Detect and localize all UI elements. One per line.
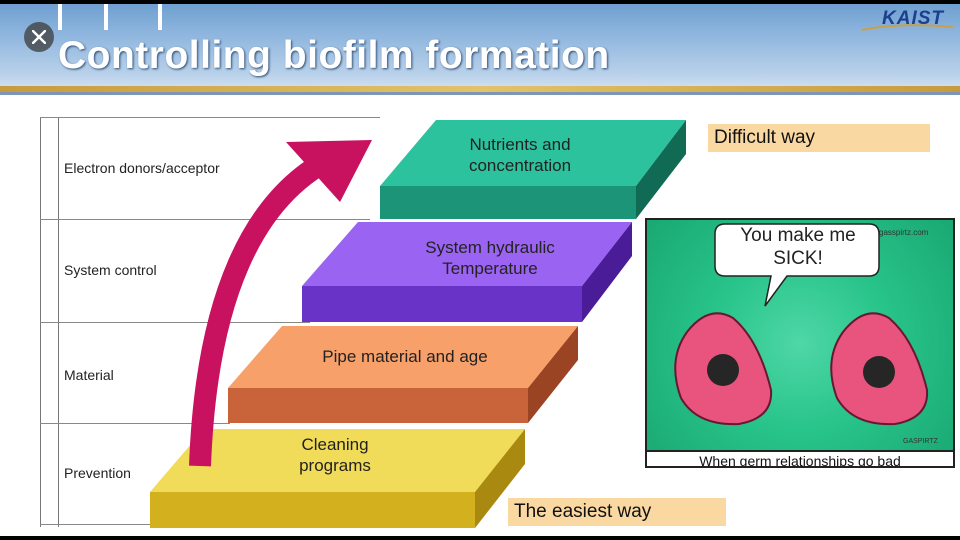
speech-text: You make me SICK! bbox=[740, 225, 856, 269]
step-label-line: concentration bbox=[468, 156, 572, 175]
step-label-line: Cleaning bbox=[301, 435, 369, 454]
cartoon-credit: gasspirtz.com bbox=[879, 228, 929, 237]
cartoon-signature: GASPIRTZ bbox=[903, 438, 938, 445]
step-cleaning bbox=[150, 429, 525, 528]
difficult-way-note: Difficult way bbox=[708, 124, 930, 152]
header-stripe bbox=[0, 86, 960, 92]
title-bar: Controlling biofilm formation KAIST bbox=[0, 4, 960, 92]
level-label-prevention: Prevention bbox=[64, 465, 131, 481]
step-nutrients bbox=[380, 120, 686, 219]
header-tab-mark bbox=[158, 4, 162, 30]
header-tab-mark bbox=[58, 4, 62, 30]
step-label-line: System hydraulic bbox=[425, 238, 555, 257]
close-button[interactable] bbox=[24, 22, 54, 52]
level-label-material: Material bbox=[64, 367, 114, 383]
cartoon-caption: When germ relationships go bad bbox=[647, 450, 953, 466]
slide: Controlling biofilm formation KAIST Elec… bbox=[0, 4, 960, 536]
germ-right bbox=[830, 312, 929, 426]
germ-cartoon: You make me SICK! gasspirtz.com GASPIRTZ… bbox=[645, 218, 955, 468]
close-icon bbox=[32, 30, 46, 44]
header-tab-mark bbox=[104, 4, 108, 30]
step-hydraulic-label: System hydraulic Temperature bbox=[390, 237, 590, 279]
kaist-logo: KAIST bbox=[882, 8, 944, 29]
level-divider bbox=[40, 117, 380, 118]
level-divider bbox=[40, 322, 310, 323]
level-divider bbox=[40, 219, 370, 220]
step-hydraulic bbox=[302, 222, 632, 322]
step-cleaning-label: Cleaning programs bbox=[260, 434, 410, 476]
step-pipe-label: Pipe material and age bbox=[322, 347, 488, 366]
step-pipe bbox=[228, 326, 578, 423]
slide-title: Controlling biofilm formation bbox=[58, 34, 610, 77]
easiest-way-note: The easiest way bbox=[508, 498, 726, 526]
germ-left bbox=[674, 312, 773, 426]
staircase-diagram bbox=[150, 120, 686, 528]
level-label-system: System control bbox=[64, 262, 157, 278]
logo-swoosh bbox=[861, 24, 954, 31]
level-divider bbox=[40, 423, 230, 424]
cartoon-drawing bbox=[674, 223, 929, 426]
level-divider bbox=[40, 524, 150, 525]
speech-bubble bbox=[714, 223, 880, 307]
level-label-electron: Electron donors/acceptor bbox=[64, 160, 220, 176]
step-label-line: Temperature bbox=[442, 259, 538, 278]
step-nutrients-label: Nutrients and concentration bbox=[430, 134, 610, 176]
progress-arrow bbox=[189, 140, 372, 467]
step-label-line: programs bbox=[299, 456, 371, 475]
header-divider bbox=[0, 92, 960, 95]
step-label-line: Nutrients and bbox=[469, 135, 571, 154]
